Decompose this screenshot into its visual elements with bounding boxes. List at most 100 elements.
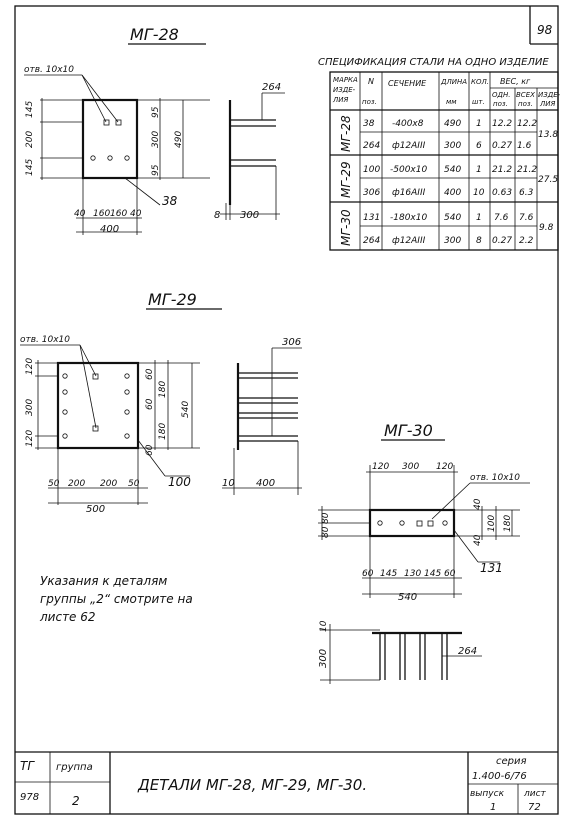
note-line-2: группы „2“ смотрите на xyxy=(40,592,193,606)
mg30-side-dimension-lines xyxy=(320,624,482,684)
mg29-side-anchors xyxy=(238,372,298,442)
mg28-plate xyxy=(81,98,139,180)
spec-g3r1-qty: 1 xyxy=(476,213,482,223)
mg29-holes xyxy=(62,373,130,439)
mg28-side-length: 300 xyxy=(240,210,259,221)
spec-g1r2-section: ф12АIII xyxy=(392,141,426,151)
mg30-dim-bottom-4: 145 xyxy=(424,569,441,579)
mg30-side-length: 300 xyxy=(318,649,329,668)
mg29-dim-bottom-3: 200 xyxy=(100,479,117,489)
title-block-group-value: 2 xyxy=(72,794,80,808)
spec-g2r2-length: 400 xyxy=(444,188,461,198)
mg29-dim-right-total: 540 xyxy=(181,401,191,418)
mg29-dim-right-4: 180 xyxy=(158,423,168,440)
mg30-dim-right-1: 40 xyxy=(473,498,483,510)
mg28-dim-left-2: 200 xyxy=(25,131,35,148)
mg29-side-dimension-lines xyxy=(222,347,302,495)
mg30-dim-right-2: 100 xyxy=(487,515,497,532)
spec-header-weight-one-2: поз. xyxy=(493,100,508,108)
mg28-dim-bottom-total: 400 xyxy=(100,224,119,235)
spec-g1r2-w-all: 1.6 xyxy=(517,141,532,151)
spec-g3r2-w-one: 0.27 xyxy=(492,236,512,246)
mg28-dim-left-3: 145 xyxy=(25,159,35,176)
sheet-frame xyxy=(14,5,559,815)
mg28-holes xyxy=(90,119,130,161)
mg30-dim-right-3: 40 xyxy=(473,534,483,546)
spec-g3r1-length: 540 xyxy=(444,213,461,223)
spec-g3r1-pos: 131 xyxy=(363,213,380,223)
mg28-dim-bottom-1: 40 xyxy=(74,209,86,219)
spec-group-2-mark: МГ-29 xyxy=(339,161,353,198)
spec-g3r1-w-one: 7.6 xyxy=(494,213,509,223)
spec-group-1-total: 13.8 xyxy=(538,130,558,140)
mg28-hole-leader-2 xyxy=(81,74,119,123)
spec-header-weight-all-2: поз. xyxy=(518,100,533,108)
mg30-dim-bottom-5: 60 xyxy=(444,569,456,579)
title-block-series-value: 1.400-6/76 xyxy=(472,771,527,782)
mg28-side-thickness: 8 xyxy=(214,210,220,221)
title-block-grid xyxy=(15,751,558,814)
spec-header-pos-2: поз. xyxy=(362,98,377,106)
mg30-dim-left-2: 80 xyxy=(321,526,331,538)
mg29-pos-plate: 100 xyxy=(168,475,191,489)
spec-g2r1-pos: 100 xyxy=(363,165,380,175)
mg28-pos-plate: 38 xyxy=(162,194,178,208)
mg29-title: МГ-29 xyxy=(148,290,197,309)
spec-group-3-mark: МГ-30 xyxy=(339,209,353,246)
spec-title: СПЕЦИФИКАЦИЯ СТАЛИ НА ОДНО ИЗДЕЛИЕ xyxy=(318,57,549,68)
spec-header-qty-2: шт. xyxy=(472,98,485,106)
spec-header-mark-2: ИЗДЕ- xyxy=(333,86,356,94)
mg30-dim-bottom-3: 130 xyxy=(404,569,421,579)
spec-header-pos-1: N xyxy=(368,77,374,86)
spec-g2r1-qty: 1 xyxy=(476,165,482,175)
mg30-hole-label: отв. 10х10 xyxy=(470,473,520,483)
mg30-side-thickness: 10 xyxy=(319,620,329,632)
mg28-side-anchors xyxy=(230,119,276,167)
mg29-dim-right-3: 60 xyxy=(145,398,155,410)
title-block-sheet-label: лист xyxy=(523,789,547,799)
mg29-plate xyxy=(56,361,140,450)
mg28-dim-left-1: 145 xyxy=(25,101,35,118)
title-block-series-label: серия xyxy=(496,756,527,767)
spec-g3r1-w-all: 7.6 xyxy=(519,213,534,223)
mg29-hole-leader-2 xyxy=(79,344,97,429)
mg29-side-pos: 306 xyxy=(282,337,301,348)
spec-g2r2-qty: 10 xyxy=(473,188,485,198)
mg30-pos-plate: 131 xyxy=(480,561,503,575)
spec-header-length-1: ДЛИНА xyxy=(440,78,467,86)
mg29-side-length: 400 xyxy=(256,478,275,489)
mg29-dim-right-2: 180 xyxy=(158,381,168,398)
mg28-title: МГ-28 xyxy=(130,25,179,44)
mg29-dim-left-1: 120 xyxy=(25,358,35,375)
spec-g2r2-w-all: 6.3 xyxy=(519,188,534,198)
title-block-issue-value: 1 xyxy=(490,802,496,813)
mg29-dim-bottom-1: 50 xyxy=(48,479,60,489)
spec-g1r2-qty: 6 xyxy=(476,141,482,151)
mg30-dim-top-1: 120 xyxy=(372,462,389,472)
mg29-dim-right-5: 60 xyxy=(145,444,155,456)
spec-g1r2-pos: 264 xyxy=(363,141,380,151)
spec-g3r2-pos: 264 xyxy=(363,236,380,246)
spec-g3r1-section: -180х10 xyxy=(390,213,427,223)
mg28-hole-leader-1 xyxy=(81,74,107,123)
title-block-issue-label: выпуск xyxy=(470,789,505,799)
spec-group-3-total: 9.8 xyxy=(539,223,554,233)
mg30-side-pos: 264 xyxy=(458,646,477,657)
mg28-dimension-lines xyxy=(40,98,210,235)
spec-g2r1-length: 540 xyxy=(444,165,461,175)
mg28-dim-right-total: 490 xyxy=(174,131,184,148)
spec-header-weight-item-2: ЛИЯ xyxy=(539,100,556,108)
title-block-left-top: ТГ xyxy=(20,759,35,773)
spec-g1r1-w-one: 12.2 xyxy=(492,119,512,129)
spec-g2r1-w-all: 21.2 xyxy=(517,165,537,175)
mg30-hole-leader xyxy=(431,482,471,520)
spec-g1r2-w-one: 0.27 xyxy=(492,141,512,151)
title-block-title: ДЕТАЛИ МГ-28, МГ-29, МГ-30. xyxy=(137,776,367,794)
spec-header-section: СЕЧЕНИЕ xyxy=(388,79,427,88)
mg28-dim-bottom-3: 160 xyxy=(110,209,127,219)
mg30-side-anchors xyxy=(379,633,448,680)
spec-g2r2-pos: 306 xyxy=(363,188,380,198)
mg30-dim-top-2: 300 xyxy=(402,462,419,472)
spec-header-weight-one-1: ОДН. xyxy=(492,91,510,99)
